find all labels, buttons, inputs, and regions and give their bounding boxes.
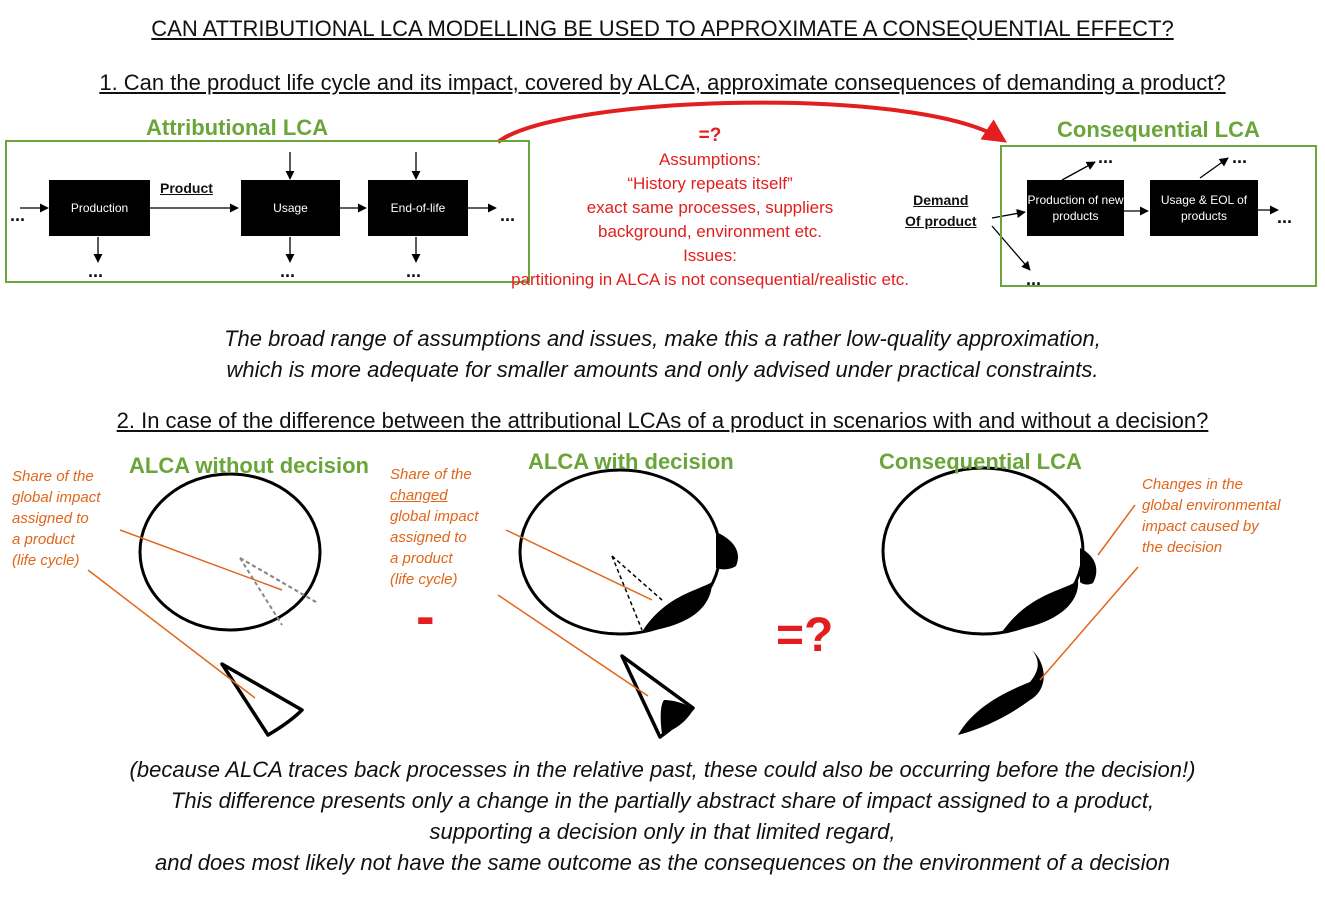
note-mid-line4: assigned to [390,529,467,546]
section1-conclusion-line2: which is more adequate for smaller amoun… [226,357,1099,382]
note-left-line5: (life cycle) [12,552,80,569]
section1-conclusion-line1: The broad range of assumptions and issue… [224,326,1101,351]
note-left-line2: global impact [12,489,101,506]
box-usage: Usage [241,180,340,236]
box-end-of-life: End-of-life [368,180,468,236]
section2-conclusion-line1: (because ALCA traces back processes in t… [129,757,1196,782]
note-right-line2: global environmental [1142,497,1281,514]
section2-conclusion-line3: supporting a decision only in that limit… [429,819,896,844]
title-alca-without: ALCA without decision [129,453,369,478]
alca-flow-arrows [20,152,497,263]
section2-conclusion: (because ALCA traces back processes in t… [0,754,1325,878]
ellipsis-production-down: ... [88,261,104,281]
note-right-line3: impact caused by [1142,518,1259,535]
change-shape-consequential [958,650,1044,735]
note-left: Share of the global impact assigned to a… [12,466,100,571]
main-title: CAN ATTRIBUTIONAL LCA MODELLING BE USED … [151,16,1174,41]
minus-sign: - [416,584,435,647]
assumptions-heading: Assumptions: [658,150,762,169]
box-production-new: Production of new products [1027,180,1124,236]
ellipsis-cons-up1: ... [1098,147,1114,167]
assumption-background: background, environment etc. [598,222,822,241]
alca-frame [5,140,530,283]
ellipsis-alca-out: ... [500,205,516,225]
cons-flow-arrows [991,157,1279,271]
red-curved-arrow [496,100,1008,144]
note-mid-line3: global impact [390,508,479,525]
bulge-consequential-2 [1080,548,1097,585]
note-right-line1: Changes in the [1142,476,1243,493]
wedge-without-decision [220,662,304,737]
issue-partitioning: partitioning in ALCA is not consequentia… [511,270,909,289]
bulge-with-decision-2 [716,532,738,570]
section1-question: 1. Can the product life cycle and its im… [99,70,1226,95]
ellipsis-alca-in: ... [10,205,26,225]
equals-question: =? [698,125,722,146]
title-consequential: Consequential LCA [879,449,1082,474]
orange-pointer-lines [87,504,1139,699]
assumptions-block: =? Assumptions: “History repeats itself”… [470,124,950,292]
alca-title: Attributional LCA [146,115,329,140]
cons-frame [1000,145,1317,287]
note-mid-line2: changed [390,487,448,504]
section2-conclusion-line4: and does most likely not have the same o… [154,850,1171,875]
ellipsis-eol-down: ... [406,261,422,281]
note-mid-line6: (life cycle) [390,571,458,588]
product-label: Product [160,180,213,196]
note-left-line4: a product [12,531,75,548]
box-production: Production [49,180,150,236]
wedge-with-decision [620,654,695,739]
note-mid-line5: a product [390,550,453,567]
note-right: Changes in the global environmental impa… [1142,474,1280,558]
section2-question: 2. In case of the difference between the… [116,408,1209,433]
section1-conclusion: The broad range of assumptions and issue… [0,323,1325,385]
demand-label-line1: Demand [913,192,969,208]
ellipsis-usage-down: ... [280,261,296,281]
ellipsis-cons-down: ... [1026,269,1042,289]
note-left-line3: assigned to [12,510,89,527]
bulge-consequential-1 [1002,580,1079,632]
demand-label: Demand Of product [905,190,977,232]
assumption-history: “History repeats itself” [627,174,793,193]
ellipsis-cons-up2: ... [1232,147,1248,167]
box-usage-eol: Usage & EOL of products [1150,180,1258,236]
assumption-processes: exact same processes, suppliers [586,198,834,217]
section2-conclusion-line2: This difference presents only a change i… [170,788,1155,813]
bulge-with-decision-1 [642,582,712,632]
equals-question-sign: =? [776,609,834,662]
title-alca-with: ALCA with decision [528,449,734,474]
note-left-line1: Share of the [12,468,94,485]
ellipse-without-decision [138,472,322,632]
issues-heading: Issues: [683,246,737,265]
ellipsis-cons-out: ... [1277,207,1293,227]
note-right-line4: the decision [1142,539,1223,556]
note-mid-line1: Share of the [390,466,472,483]
cons-title: Consequential LCA [1057,117,1260,142]
demand-label-line2: Of product [905,213,977,229]
note-mid: Share of the changed global impact assig… [390,464,478,590]
